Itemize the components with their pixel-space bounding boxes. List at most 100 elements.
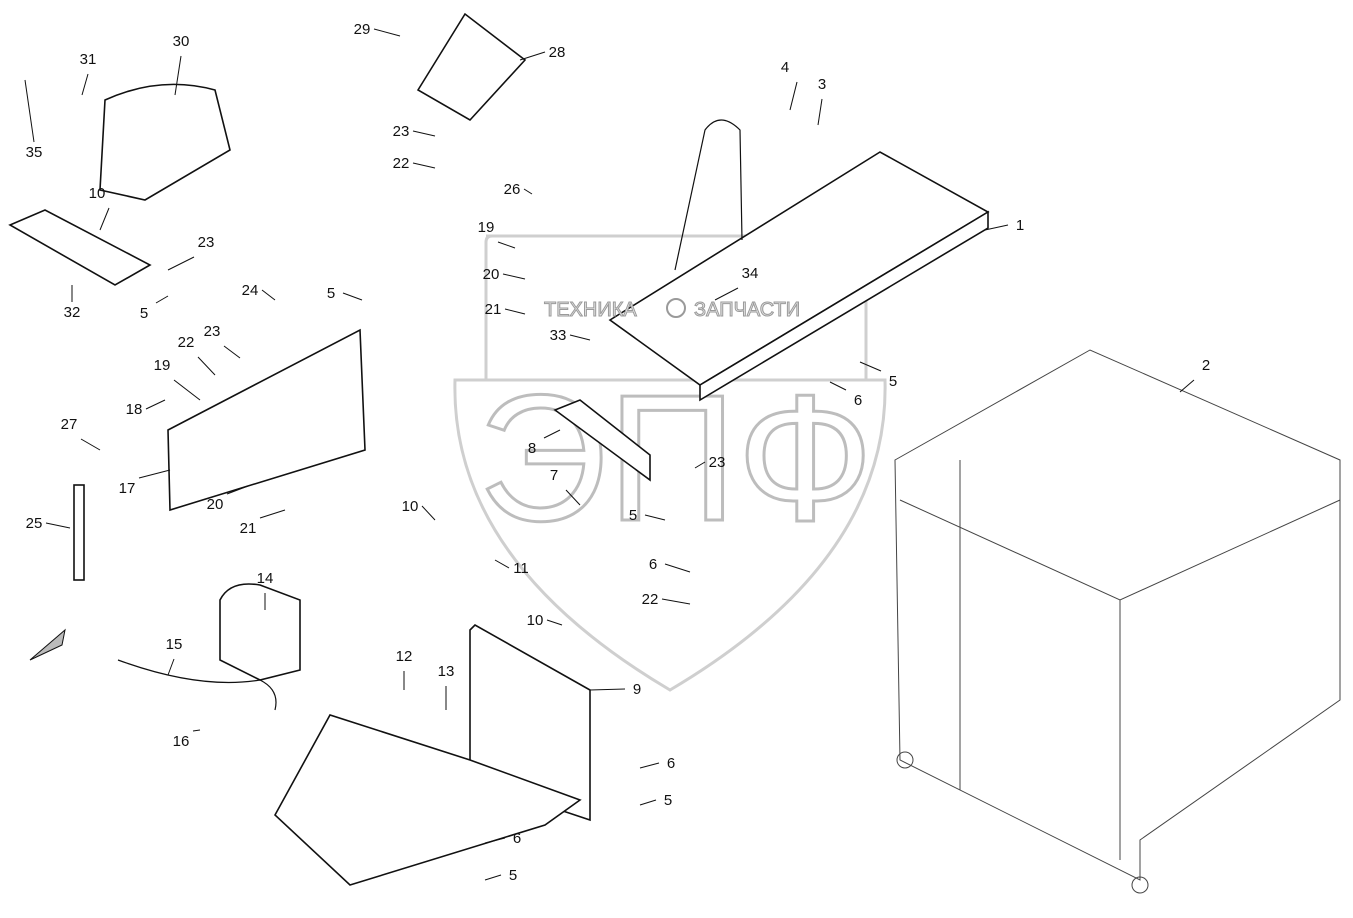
callout-number: 23 — [198, 234, 215, 251]
leader-line — [484, 837, 506, 844]
leader-line — [789, 81, 798, 111]
callout-34: 34 — [714, 265, 759, 301]
callout-number: 6 — [667, 755, 675, 772]
callout-31: 31 — [80, 51, 97, 96]
callout-23: 23 — [393, 123, 436, 140]
callout-number: 19 — [154, 357, 171, 374]
callout-19: 19 — [478, 219, 516, 249]
tank-14 — [219, 583, 301, 681]
callout-16: 16 — [173, 729, 201, 750]
callout-number: 18 — [126, 401, 143, 418]
strip-25 — [73, 484, 85, 581]
callout-1: 1 — [984, 217, 1024, 234]
callout-24: 24 — [242, 282, 276, 301]
callout-5: 5 — [327, 285, 363, 302]
leader-line — [145, 399, 166, 410]
callout-number: 15 — [166, 636, 183, 653]
callout-6: 6 — [639, 755, 675, 772]
leader-line — [644, 514, 666, 521]
callout-number: 16 — [173, 733, 190, 750]
callout-20: 20 — [483, 266, 526, 283]
watermark-logo-letters: ЭПФ — [478, 358, 874, 559]
callout-number: 2 — [1202, 357, 1210, 374]
leader-line — [421, 505, 436, 521]
callout-number: 5 — [140, 305, 148, 322]
leader-line — [817, 98, 823, 126]
handle-bar — [674, 119, 743, 271]
callout-17: 17 — [119, 469, 171, 497]
panel-17 — [167, 328, 366, 512]
leader-line — [99, 207, 110, 231]
leader-line — [565, 489, 581, 506]
callout-15: 15 — [166, 636, 183, 676]
callout-number: 8 — [528, 440, 536, 457]
leader-line — [197, 356, 216, 376]
callout-14: 14 — [257, 570, 274, 610]
callout-number: 5 — [889, 373, 897, 390]
callout-21: 21 — [240, 509, 286, 537]
tray-front-face — [699, 210, 989, 402]
callout-10: 10 — [89, 185, 110, 231]
callout-number: 22 — [178, 334, 195, 351]
callout-number: 34 — [742, 265, 759, 282]
leader-line — [664, 563, 691, 573]
callout-10: 10 — [402, 498, 436, 521]
callout-22: 22 — [393, 155, 436, 172]
bar-32 — [8, 209, 152, 286]
callout-number: 26 — [504, 181, 521, 198]
callout-21: 21 — [485, 301, 526, 318]
leader-line — [1179, 379, 1195, 393]
leader-line — [167, 658, 175, 676]
leader-line — [661, 598, 691, 605]
callout-10: 10 — [527, 612, 563, 629]
callout-number: 10 — [402, 498, 419, 515]
leader-line — [138, 469, 171, 479]
leader-line — [546, 619, 563, 626]
leader-line — [259, 509, 286, 519]
callout-number: 17 — [119, 480, 136, 497]
callout-2: 2 — [1179, 357, 1210, 393]
callout-number: 23 — [709, 454, 726, 471]
callout-9: 9 — [589, 681, 641, 698]
watermark-words: ТЕХНИКА ЗАПЧАСТИ — [544, 298, 801, 322]
callout-number: 9 — [633, 681, 641, 698]
callout-number: 32 — [64, 304, 81, 321]
machine-frame — [894, 349, 1341, 881]
callout-number: 22 — [642, 591, 659, 608]
callout-25: 25 — [26, 515, 71, 532]
callout-4: 4 — [781, 59, 798, 111]
callout-5: 5 — [484, 867, 517, 884]
callout-5: 5 — [859, 361, 897, 390]
callout-number: 19 — [478, 219, 495, 236]
main-tray-1 — [608, 151, 990, 386]
leader-line — [223, 345, 241, 359]
callout-number: 7 — [550, 467, 558, 484]
callout-19: 19 — [154, 357, 201, 401]
callout-number: 10 — [89, 185, 106, 202]
leader-line — [174, 55, 182, 96]
callout-23: 23 — [204, 323, 241, 359]
leader-line — [155, 295, 169, 304]
leader-line — [342, 292, 363, 301]
callout-18: 18 — [126, 399, 166, 418]
callout-number: 5 — [509, 867, 517, 884]
watermark-logo: ЭПФ — [453, 234, 887, 692]
callout-32: 32 — [64, 285, 81, 321]
gear-icon — [666, 298, 686, 318]
callout-number: 31 — [80, 51, 97, 68]
leader-line — [261, 289, 276, 301]
leader-line — [639, 799, 657, 806]
bracket-8 — [553, 399, 651, 482]
callout-22: 22 — [642, 591, 691, 608]
leader-line — [694, 461, 706, 469]
leader-line — [829, 381, 847, 391]
callout-number: 14 — [257, 570, 274, 587]
callout-number: 21 — [485, 301, 502, 318]
leader-line — [45, 522, 71, 529]
callout-35: 35 — [24, 79, 42, 161]
callout-26: 26 — [504, 181, 533, 198]
callout-29: 29 — [354, 21, 401, 38]
callout-23: 23 — [694, 454, 726, 471]
